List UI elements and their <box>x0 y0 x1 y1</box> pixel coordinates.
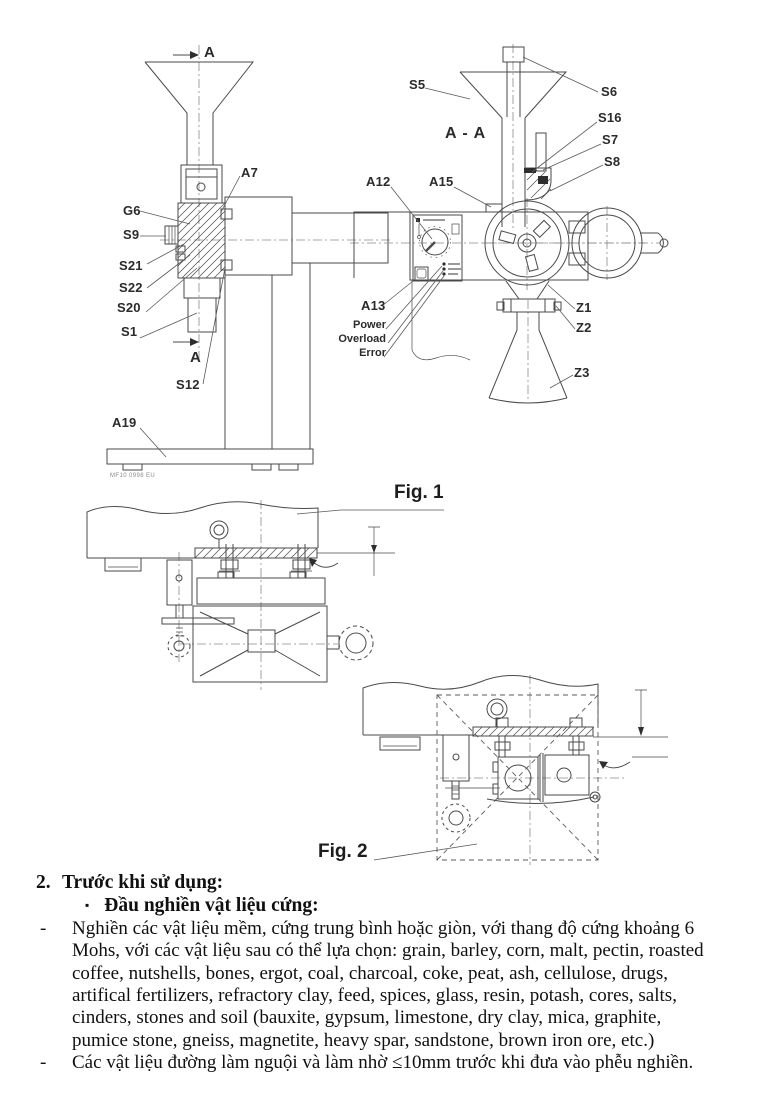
callout-a13: A13 <box>361 298 386 313</box>
section-view-drawing <box>350 44 669 404</box>
callout-s16: S16 <box>598 110 622 125</box>
callout-a12: A12 <box>366 174 391 189</box>
callout-a15: A15 <box>429 174 454 189</box>
callout-a19: A19 <box>112 415 137 430</box>
callout-z2: Z2 <box>576 320 592 335</box>
callout-s7: S7 <box>602 132 619 147</box>
callout-s22: S22 <box>119 280 143 295</box>
section-view-mark: A - A <box>445 125 487 142</box>
status-power: Power <box>352 319 386 331</box>
status-overload: Overload <box>338 333 386 345</box>
section-mark-a-bottom: A <box>190 349 202 366</box>
callout-z1: Z1 <box>576 300 592 315</box>
square-bullet-icon: ▪ <box>85 898 90 913</box>
section-number: 2. <box>36 872 51 893</box>
callout-s8: S8 <box>604 154 621 169</box>
caption-leaders <box>296 509 478 861</box>
list-item: - Các vật liệu đường làm nguội và làm nhờ… <box>36 1052 720 1074</box>
callout-s5: S5 <box>409 77 426 92</box>
status-error: Error <box>359 347 386 359</box>
subsection-title: Đầu nghiền vật liệu cứng: <box>104 895 319 917</box>
model-stamp: MF10 0998 EU <box>110 473 156 479</box>
callout-a7: A7 <box>241 165 259 180</box>
fig2-drawing <box>362 675 668 865</box>
callout-s12: S12 <box>176 377 200 392</box>
instructions-section: 2. Trước khi sử dụng: ▪ Đầu nghiền vật liệ… <box>36 872 720 1075</box>
list-item: - Nghiền các vật liệu mềm, cứng trung bìn… <box>36 918 720 1052</box>
fig2-caption: Fig. 2 <box>318 841 368 862</box>
callout-s6: S6 <box>601 84 618 99</box>
callout-g6: G6 <box>123 203 141 218</box>
section-title: Trước khi sử dụng: <box>62 872 224 893</box>
callout-s20: S20 <box>117 300 141 315</box>
list-item-marker: - <box>40 917 47 939</box>
fig1-caption: Fig. 1 <box>394 482 444 503</box>
list-item-text: Nghiền các vật liệu mềm, cứng trung bình… <box>72 917 704 1051</box>
callout-s1: S1 <box>121 324 138 339</box>
list-item-text: Các vật liệu đường làm nguội và làm nhờ … <box>72 1052 694 1074</box>
panel-status-labels: Power Overload Error <box>330 318 386 360</box>
section-mark-a-top: A <box>204 44 216 61</box>
callout-s9: S9 <box>123 227 140 242</box>
subsection-heading: ▪ Đầu nghiền vật liệu cứng: <box>36 894 720 917</box>
callout-s21: S21 <box>119 258 143 273</box>
list-item-marker: - <box>40 1052 47 1074</box>
callout-z3: Z3 <box>574 365 590 380</box>
front-view-drawing <box>106 45 392 471</box>
section-heading: 2. Trước khi sử dụng: <box>36 872 720 894</box>
fig1-drawing <box>86 500 395 690</box>
